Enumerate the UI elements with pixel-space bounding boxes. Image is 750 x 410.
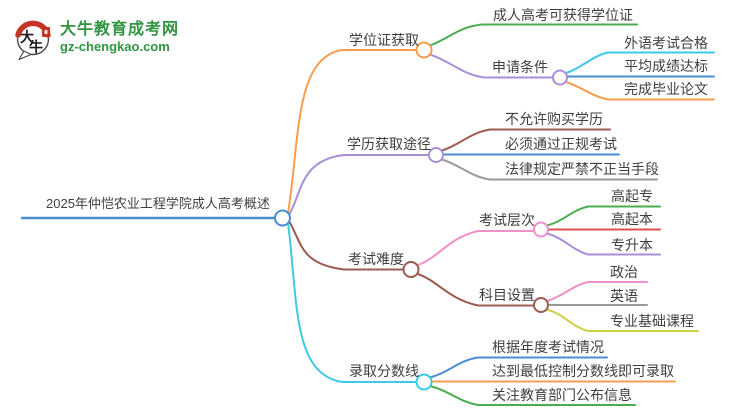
branch-curve-diploma-path xyxy=(288,154,430,216)
topic-politics[interactable]: 政治 xyxy=(610,264,638,280)
topic-gaoqizhuan[interactable]: 高起专 xyxy=(611,188,653,204)
root-node-handle[interactable] xyxy=(274,209,291,227)
topic-yearly-exam[interactable]: 根据年度考试情况 xyxy=(492,339,604,355)
subject-setup-node-handle[interactable] xyxy=(533,297,549,313)
curve-major-basics xyxy=(546,308,699,332)
topic-thesis-done[interactable]: 完成毕业论文 xyxy=(624,81,708,97)
branch-curve-exam-difficulty xyxy=(288,220,404,271)
topic-degree-cert[interactable]: 学位证获取 xyxy=(349,32,419,48)
topic-apply-conditions[interactable]: 申请条件 xyxy=(492,59,548,75)
root-topic[interactable]: 2025年仲恺农业工程学院成人高考概述 xyxy=(46,196,270,211)
topic-foreign-lang-pass[interactable]: 外语考试合格 xyxy=(624,35,708,51)
branch-curve-admission-score xyxy=(287,222,417,383)
topic-formal-exam[interactable]: 必须通过正规考试 xyxy=(505,136,617,152)
topic-no-buying[interactable]: 不允许购买学历 xyxy=(505,111,603,127)
topic-english[interactable]: 英语 xyxy=(610,288,638,304)
topic-major-basics[interactable]: 专业基础课程 xyxy=(610,313,694,329)
curve-gaoqizhuan xyxy=(546,205,661,227)
topic-gaoqiben[interactable]: 高起本 xyxy=(611,211,653,227)
diploma-path-node-handle[interactable] xyxy=(428,147,444,163)
curve-law-forbids xyxy=(441,158,658,181)
topic-diploma-path[interactable]: 学历获取途径 xyxy=(347,136,431,152)
curve-foreign-lang-pass xyxy=(565,51,715,74)
svg-text:大: 大 xyxy=(20,29,34,46)
curve-yearly-exam xyxy=(429,356,608,379)
curve-cert-obtainable xyxy=(429,23,638,47)
logo-subtitle: gz-chengkao.com xyxy=(60,38,170,54)
curve-thesis-done xyxy=(565,81,715,101)
topic-subject-setup[interactable]: 科目设置 xyxy=(479,287,535,303)
curve-subject-setup xyxy=(417,273,535,307)
curve-zhuanshengben xyxy=(546,232,661,256)
topic-min-control-line[interactable]: 达到最低控制分数线即可录取 xyxy=(492,363,674,379)
svg-text:牛: 牛 xyxy=(29,39,43,56)
curve-apply-conditions xyxy=(429,53,554,79)
topic-cert-obtainable[interactable]: 成人高考可获得学位证 xyxy=(493,7,633,23)
curve-official-info xyxy=(429,385,636,406)
exam-levels-node-handle[interactable] xyxy=(533,221,549,238)
topic-exam-difficulty[interactable]: 考试难度 xyxy=(348,251,404,267)
site-logo[interactable]: 大 牛 大牛教育成考网 gz-chengkao.com xyxy=(14,14,179,60)
bull-speech-bubble-icon: 大 牛 xyxy=(15,20,51,60)
curve-exam-levels xyxy=(417,230,535,266)
admission-score-node-handle[interactable] xyxy=(415,373,433,391)
degree-cert-node-handle[interactable] xyxy=(415,41,433,59)
curve-politics xyxy=(546,281,648,302)
curve-no-buying xyxy=(441,128,611,152)
topic-official-info[interactable]: 关注教育部门公布信息 xyxy=(492,387,632,403)
topic-avg-score[interactable]: 平均成绩达标 xyxy=(624,58,708,74)
topic-law-forbids[interactable]: 法律规定严禁不正当手段 xyxy=(505,161,659,177)
branch-curve-degree-cert xyxy=(287,49,417,214)
logo-title: 大牛教育成考网 xyxy=(60,20,180,38)
exam-difficulty-node-handle[interactable] xyxy=(402,261,420,278)
topic-zhuanshengben[interactable]: 专升本 xyxy=(611,237,653,253)
topic-exam-levels[interactable]: 考试层次 xyxy=(479,212,535,228)
topic-admission-score[interactable]: 录取分数线 xyxy=(349,363,419,379)
apply-conditions-node-handle[interactable] xyxy=(552,69,568,86)
